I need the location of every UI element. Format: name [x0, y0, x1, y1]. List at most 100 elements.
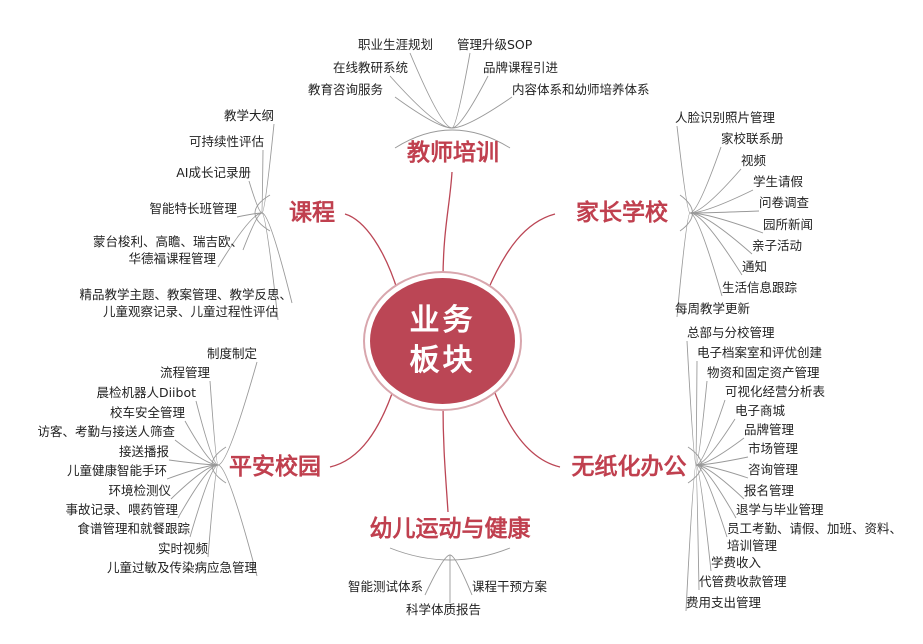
leaf-office-15: 费用支出管理 — [686, 595, 762, 610]
leaf-teacher-3: 在线教研系统 — [333, 60, 409, 75]
leaf-parents-5: 问卷调查 — [759, 195, 810, 210]
red-link-teacher — [442, 171, 453, 281]
leaf-office-7: 市场管理 — [748, 441, 799, 456]
leaf-curriculum-3: AI成长记录册 — [176, 165, 251, 180]
leaf-parents-6: 园所新闻 — [763, 217, 814, 232]
category-curriculum: 课程 — [289, 200, 335, 226]
leaf-office-13: 学费收入 — [711, 555, 762, 570]
leaf-safety-2: 流程管理 — [159, 365, 210, 380]
leaf-safety-9: 事故记录、喂药管理 — [65, 502, 178, 517]
fan-teacher-1 — [409, 52, 453, 129]
fan-parents-1 — [676, 125, 691, 214]
leaf-parents-9: 生活信息跟踪 — [722, 280, 798, 295]
fan-teacher-5 — [394, 96, 453, 129]
fan-office-11 — [695, 464, 728, 538]
center-node: 业务板块 — [370, 278, 515, 404]
leaf-parents-2: 家校联系册 — [721, 131, 784, 146]
leaf-teacher-4: 品牌课程引进 — [483, 60, 559, 75]
leaf-safety-7: 儿童健康智能手环 — [66, 463, 167, 478]
leaf-office-12: 培训管理 — [727, 538, 778, 553]
leaf-office-1: 总部与分校管理 — [687, 325, 775, 340]
fan-safety-3 — [195, 400, 219, 466]
leaf-safety-5: 访客、考勤与接送人筛查 — [37, 424, 175, 439]
fan-safety-1 — [217, 361, 258, 466]
fan-curriculum-7 — [261, 212, 293, 304]
fan-curriculum-8 — [261, 212, 279, 321]
red-link-sports — [442, 403, 449, 513]
fan-safety-2 — [209, 380, 219, 466]
leaf-curriculum-8: 儿童观察记录、儿童过程性评估 — [102, 304, 278, 319]
fan-teacher-2 — [451, 52, 471, 129]
fan-safety-9 — [177, 464, 219, 519]
arc-teacher — [394, 129, 511, 149]
fan-office-9 — [695, 464, 745, 500]
leaf-office-3: 物资和固定资产管理 — [707, 365, 820, 380]
leaf-curriculum-7: 精品教学主题、教案管理、教学反思、 — [79, 287, 292, 302]
leaf-office-2: 电子档案室和评优创建 — [697, 345, 823, 360]
fan-office-12 — [695, 464, 712, 572]
leaf-office-6: 品牌管理 — [744, 422, 795, 437]
leaf-safety-3: 晨检机器人Diibot — [96, 385, 196, 400]
fan-safety-10 — [189, 464, 219, 538]
red-link-office — [491, 384, 561, 468]
category-paperless-office: 无纸化办公 — [571, 454, 687, 480]
red-link-curriculum — [344, 213, 399, 293]
center-title: 业务板块 — [409, 303, 476, 378]
leaf-office-8: 咨询管理 — [748, 462, 799, 477]
red-link-parents — [486, 213, 556, 293]
fan-office-1 — [686, 340, 697, 466]
fan-curriculum-1 — [261, 123, 275, 214]
leaf-curriculum-2: 可持续性评估 — [188, 134, 264, 149]
leaf-safety-1: 制度制定 — [206, 346, 257, 361]
leaf-teacher-5: 教育咨询服务 — [308, 82, 384, 97]
fan-curriculum-2 — [261, 149, 264, 214]
fan-teacher-4 — [451, 75, 489, 129]
leaf-office-11: 员工考勤、请假、加班、资料、 — [727, 521, 903, 536]
category-safe-campus: 平安校园 — [229, 454, 321, 480]
leaf-office-4: 可视化经营分析表 — [725, 384, 826, 399]
fan-curriculum-3 — [248, 180, 263, 214]
fan-teacher-6 — [451, 96, 513, 129]
leaf-office-14: 代管费收款管理 — [699, 574, 787, 589]
fan-sports-1 — [424, 554, 451, 596]
fan-office-10 — [695, 464, 737, 519]
leaf-office-10: 退学与毕业管理 — [736, 502, 824, 517]
leaf-teacher-1: 职业生涯规划 — [358, 37, 434, 52]
leaf-safety-12: 儿童过敏及传染病应急管理 — [106, 560, 257, 575]
leaf-curriculum-6: 华德福课程管理 — [128, 251, 216, 266]
category-sports-health: 幼儿运动与健康 — [369, 516, 531, 542]
red-link-safety — [329, 384, 396, 468]
fan-office-2 — [695, 360, 698, 466]
fan-parents-9 — [689, 212, 723, 297]
fan-sports-2 — [449, 554, 473, 596]
leaf-sports-2: 课程干预方案 — [472, 579, 548, 594]
fan-safety-11 — [207, 464, 219, 558]
fan-parents-10 — [676, 212, 691, 318]
leaf-parents-8: 通知 — [742, 259, 768, 274]
leaf-office-9: 报名管理 — [744, 483, 795, 498]
leaf-safety-10: 食谱管理和就餐跟踪 — [77, 521, 190, 536]
fan-safety-12 — [217, 464, 258, 577]
leaf-parents-7: 亲子活动 — [752, 238, 803, 253]
fan-office-13 — [695, 464, 700, 591]
fan-safety-6 — [168, 459, 219, 466]
leaf-parents-10: 每周教学更新 — [675, 301, 751, 316]
leaf-teacher-2: 管理升级SOP — [457, 37, 533, 52]
fan-curriculum-6 — [217, 212, 263, 268]
leaf-curriculum-5: 蒙台梭利、高瞻、瑞吉欧、 — [92, 234, 243, 249]
fan-parents-8 — [689, 212, 743, 276]
category-parent-school: 家长学校 — [576, 200, 668, 226]
fan-parents-2 — [689, 146, 722, 214]
leaf-parents-4: 学生请假 — [753, 174, 804, 189]
category-teacher-training: 教师培训 — [407, 140, 499, 166]
leaf-office-5: 电子商城 — [735, 403, 786, 418]
leaf-safety-4: 校车安全管理 — [109, 405, 185, 420]
leaf-parents-1: 人脸识别照片管理 — [675, 110, 776, 125]
leaf-safety-11: 实时视频 — [157, 541, 208, 556]
leaf-curriculum-1: 教学大纲 — [223, 108, 274, 123]
leaf-curriculum-4: 智能特长班管理 — [149, 201, 237, 216]
leaf-sports-3: 科学体质报告 — [406, 602, 482, 617]
leaf-safety-8: 环境检测仪 — [108, 483, 171, 498]
